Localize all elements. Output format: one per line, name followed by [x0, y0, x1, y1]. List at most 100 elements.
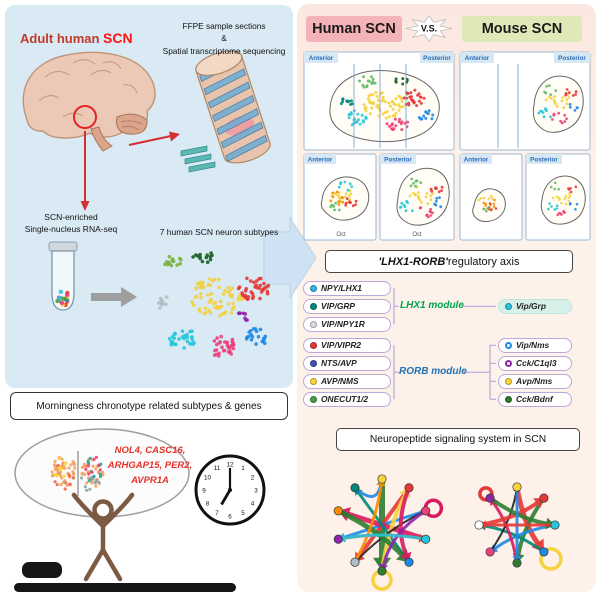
clock-number: 4 — [251, 500, 255, 507]
gene-label: Avp/Nms — [516, 376, 553, 387]
ffpe-block-illustration — [195, 50, 271, 164]
gene-label: NTS/AVP — [321, 358, 357, 369]
nuclei-dots — [55, 289, 71, 308]
gene-pill: NTS/AVP — [303, 356, 391, 371]
gene-pill: AVP/NMS — [303, 374, 391, 389]
gene-pill: Avp/Nms — [498, 374, 572, 389]
gene-color-dot-icon — [310, 377, 317, 385]
section-divider-lines — [497, 64, 519, 148]
gene-color-dot-icon — [310, 341, 317, 349]
ffpe-label: FFPE sample sections & Spatial transcrip… — [162, 21, 286, 56]
workflow-illustration — [22, 50, 271, 358]
scn-subtype-dots — [50, 455, 105, 492]
clock-number: 6 — [228, 513, 232, 520]
gene-color-dot-icon — [310, 359, 317, 367]
lhx1-module-label: LHX1 module — [400, 300, 464, 311]
gene-pill: Vip/Nms — [498, 338, 572, 353]
snrna-label: SCN-enriched Single-nucleus RNA-seq — [24, 212, 118, 235]
anterior-label: Anterior — [308, 157, 333, 164]
clock-number: 3 — [254, 487, 258, 494]
morningness-title: Morningness chronotype related subtypes … — [36, 400, 262, 412]
gene-pill: Cck/C1ql3 — [498, 356, 572, 371]
gene-color-dot-icon — [310, 320, 317, 328]
gene-color-dot-icon — [310, 395, 317, 403]
posterior-label: Posterior — [384, 157, 412, 164]
gene-label: ONECUT1/2 — [321, 394, 369, 405]
regulatory-axis-title-box: 'LHX1-RORB' regulatory axis — [325, 250, 573, 273]
gene-color-dot-icon — [505, 302, 512, 310]
gene-label: VIP/VIPR2 — [321, 340, 362, 351]
vs-label: V.S. — [421, 24, 437, 34]
gene-pill: VIP/NPY1R — [303, 317, 391, 332]
gene-label: Vip/Grp — [516, 301, 546, 312]
gene-color-dot-icon — [505, 395, 512, 403]
stick-figure — [71, 492, 135, 582]
mouse-lhx1-gene-list: Vip/Grp — [498, 299, 572, 314]
waking-person-illustration — [14, 492, 236, 592]
human-anterior-small-panel: Anterior Oct — [303, 153, 377, 241]
posterior-label: Posterior — [423, 55, 451, 62]
clock-number: 12 — [226, 461, 234, 468]
mouse-posterior-small-panel: Posterior — [525, 153, 591, 241]
arrow-to-ffpe-icon — [128, 131, 180, 146]
arrow-to-snrna-icon — [80, 131, 90, 211]
gene-label: AVP/NMS — [321, 376, 359, 387]
gene-pill: ONECUT1/2 — [303, 392, 391, 407]
anterior-label: Anterior — [465, 55, 490, 62]
umap-scatter — [156, 251, 271, 358]
gene-color-dot-icon — [310, 284, 317, 292]
human-signaling-network — [333, 474, 444, 591]
section-divider-lines — [353, 64, 407, 148]
rorb-module-label: RORB module — [399, 366, 467, 377]
mouse-spatial-dots — [537, 84, 579, 125]
tube-icon — [48, 241, 78, 311]
gene-pill: VIP/GRP — [303, 299, 391, 314]
scn-outline — [472, 188, 506, 222]
neuropeptide-title-box: Neuropeptide signaling system in SCN — [336, 428, 580, 451]
slide-stack-icon — [180, 145, 216, 173]
title-prefix: Adult human — [20, 31, 104, 46]
axis-gene-name: 'LHX1-RORB' — [378, 255, 448, 268]
pillow-icon — [22, 562, 62, 578]
process-arrow-icon — [91, 287, 137, 307]
adult-human-scn-title: Adult human SCN — [20, 30, 133, 46]
clock-number: 5 — [241, 510, 245, 517]
scn-outline — [532, 75, 584, 133]
mouse-signaling-network — [474, 482, 563, 571]
module-connector-lines — [393, 288, 496, 400]
scn-outline — [329, 70, 440, 143]
brainstem — [90, 126, 113, 152]
title-scn: SCN — [103, 30, 133, 46]
hour-hand — [220, 489, 232, 506]
posterior-label: Posterior — [530, 157, 558, 164]
clock-number: 2 — [251, 474, 255, 481]
human-scn-header: Human SCN — [306, 16, 402, 42]
vs-badge: V.S. — [405, 15, 453, 42]
clock-number: 1 — [241, 465, 245, 472]
oct-label: Oct — [336, 232, 346, 238]
scn-outline — [396, 167, 450, 226]
clock-center — [228, 488, 232, 492]
gene-pill: NPY/LHX1 — [303, 281, 391, 296]
gene-pill: VIP/VIPR2 — [303, 338, 391, 353]
gene-label: NPY/LHX1 — [321, 283, 362, 294]
gene-color-dot-icon — [505, 377, 512, 385]
axis-title-rest: regulatory axis — [447, 255, 520, 268]
scn-highlight-circle — [73, 105, 97, 129]
gene-pill: Vip/Grp — [498, 299, 572, 314]
scn-outline — [320, 176, 370, 221]
gene-label: VIP/GRP — [321, 301, 355, 312]
human-anterior-dots — [329, 180, 358, 212]
clock-number: 8 — [206, 500, 210, 507]
gene-label: Cck/C1ql3 — [516, 358, 557, 369]
neuropeptide-title: Neuropeptide signaling system in SCN — [369, 434, 547, 445]
gene-label: VIP/NPY1R — [321, 319, 365, 330]
clock-number: 7 — [215, 510, 219, 517]
morningness-title-box: Morningness chronotype related subtypes … — [10, 392, 288, 420]
